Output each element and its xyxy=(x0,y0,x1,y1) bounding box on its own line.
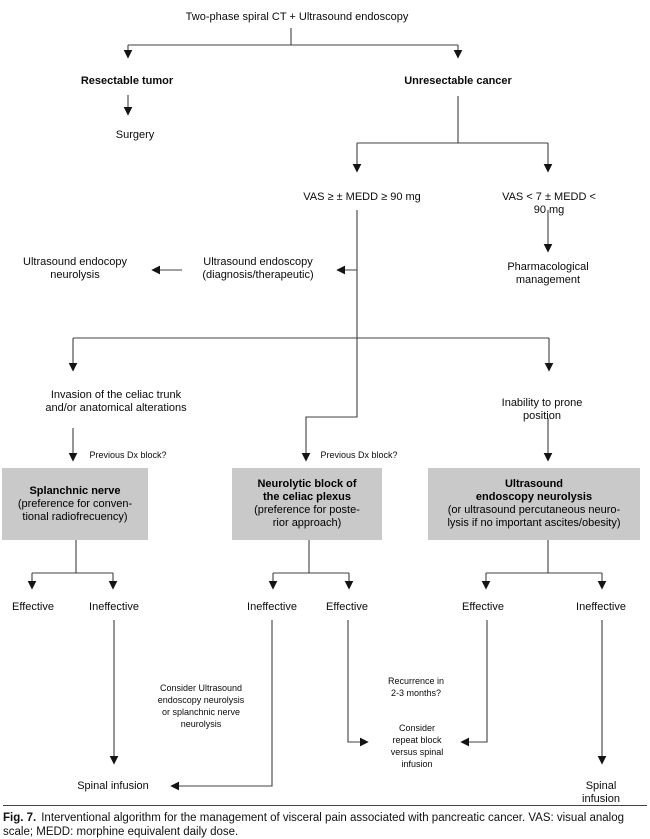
outcome-ineffective-right: Ineffective xyxy=(576,601,626,613)
node-resectable-tumor: Resectable tumor xyxy=(80,75,174,87)
figure-caption-label: Fig. 7. xyxy=(3,812,37,824)
box-neurolytic-celiac-plexus: Neurolytic block of the celiac plexus (p… xyxy=(232,468,382,540)
node-inability-prone-position: Inability to prone position xyxy=(501,397,583,422)
annotation-previous-dx-block-mid: Previous Dx block? xyxy=(320,450,398,460)
box-ultrasound-endoscopy-neurolysis-subtitle: (or ultrasound percutaneous neuro- lysis… xyxy=(447,504,621,529)
outcome-ineffective-mid: Ineffective xyxy=(247,601,297,613)
node-celiac-invasion: Invasion of the celiac trunk and/or anat… xyxy=(45,389,187,414)
outcome-ineffective-left: Ineffective xyxy=(89,601,139,613)
box-neurolytic-celiac-plexus-title: Neurolytic block of the celiac plexus xyxy=(257,478,357,503)
annotation-consider-repeat-block: Consider repeat block versus spinal infu… xyxy=(390,723,444,769)
annotation-recurrence: Recurrence in 2-3 months? xyxy=(387,676,445,698)
node-spinal-infusion-right: Spinal infusion xyxy=(582,780,620,805)
node-surgery: Surgery xyxy=(115,129,155,141)
node-unresectable-cancer: Unresectable cancer xyxy=(404,75,512,87)
outcome-effective-left: Effective xyxy=(12,601,54,613)
node-vas-high: VAS ≥ ± MEDD ≥ 90 mg xyxy=(303,191,421,203)
box-splanchnic-nerve-title: Splanchnic nerve xyxy=(29,484,121,497)
box-splanchnic-nerve: Splanchnic nerve (preference for conven-… xyxy=(2,468,148,540)
outcome-effective-right: Effective xyxy=(462,601,504,613)
node-root: Two-phase spiral CT + Ultrasound endosco… xyxy=(185,11,409,23)
figure-caption: Fig. 7.Interventional algorithm for the … xyxy=(3,805,647,839)
node-ultrasound-endoscopy-diagnostic: Ultrasound endoscopy (diagnosis/therapeu… xyxy=(202,256,314,281)
flowchart-connectors xyxy=(27,28,607,791)
node-ultrasound-endoscopy-neurolysis: Ultrasound endocopy neurolysis xyxy=(23,256,127,281)
annotation-previous-dx-block-left: Previous Dx block? xyxy=(89,450,167,460)
box-ultrasound-endoscopy-neurolysis: Ultrasound endoscopy neurolysis (or ultr… xyxy=(428,468,640,540)
outcome-effective-mid: Effective xyxy=(326,601,368,613)
box-ultrasound-endoscopy-neurolysis-title: Ultrasound endoscopy neurolysis xyxy=(475,478,593,503)
box-neurolytic-celiac-plexus-subtitle: (preference for poste- rior approach) xyxy=(254,504,360,529)
box-splanchnic-nerve-subtitle: (preference for conven- tional radiofrec… xyxy=(17,497,133,523)
node-spinal-infusion-left: Spinal infusion xyxy=(77,780,149,792)
node-pharmacological-management: Pharmacological management xyxy=(507,261,589,286)
node-vas-low: VAS < 7 ± MEDD < 90 mg xyxy=(502,191,596,216)
annotation-consider-ultrasound-neurolysis: Consider Ultrasound endoscopy neurolysis… xyxy=(157,683,245,729)
figure-caption-text: Interventional algorithm for the managem… xyxy=(3,812,625,838)
